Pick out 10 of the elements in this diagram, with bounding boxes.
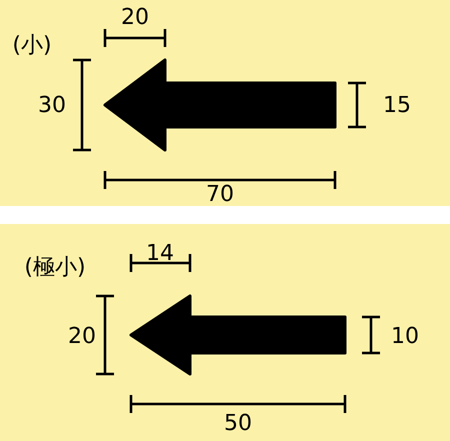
dimension-value: 20 bbox=[68, 326, 96, 348]
dimension-value: 70 bbox=[206, 184, 234, 206]
dimension-value: 14 bbox=[146, 243, 174, 265]
dimension-value: 10 bbox=[391, 326, 419, 348]
dimension-value: 50 bbox=[224, 413, 252, 435]
section-heading: (小) bbox=[12, 35, 52, 57]
section-heading: (極小) bbox=[24, 257, 86, 279]
dimension-value: 30 bbox=[38, 95, 66, 117]
dimension-value: 15 bbox=[383, 95, 411, 117]
dimension-value: 20 bbox=[121, 7, 149, 29]
